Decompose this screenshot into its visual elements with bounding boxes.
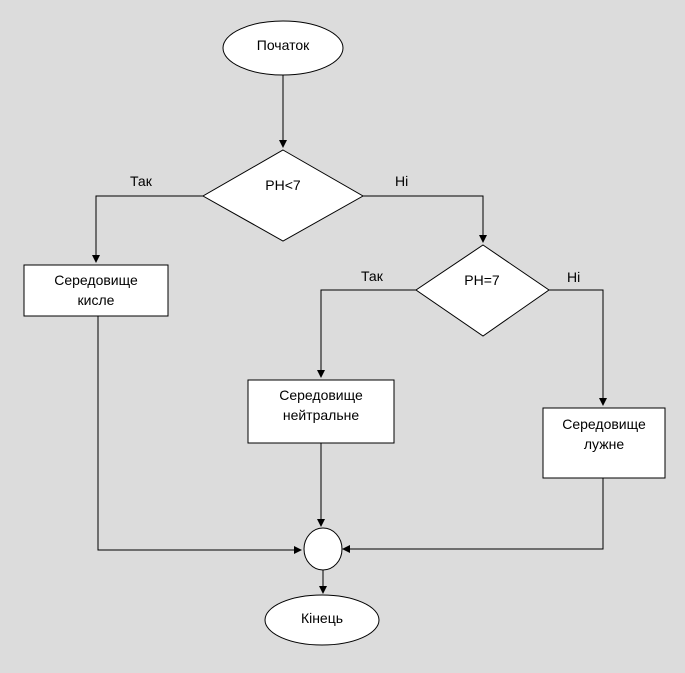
decision2-yes-label: Так bbox=[361, 268, 383, 284]
connector-decision2-no bbox=[549, 289, 607, 406]
decision1-diamond bbox=[201, 149, 365, 242]
box-acid-label-line1: Середовище bbox=[54, 272, 138, 288]
decision2-label: PH=7 bbox=[464, 272, 500, 288]
box-neutral-label-line2: нейтральне bbox=[282, 407, 360, 423]
connector-alkaline-to-junction bbox=[342, 478, 604, 553]
junction-connector bbox=[303, 527, 343, 571]
start-label: Початок bbox=[256, 37, 310, 53]
decision1-label: PH<7 bbox=[265, 177, 301, 193]
connector-decision1-no bbox=[363, 195, 487, 243]
decision2-no-label: Ні bbox=[567, 269, 581, 285]
box-neutral-label-line1: Середовище bbox=[279, 387, 363, 403]
decision2-diamond bbox=[415, 244, 550, 337]
connector-decision2-yes bbox=[317, 289, 416, 378]
box-acid bbox=[23, 264, 169, 317]
decision1-no-label: Ні bbox=[395, 173, 409, 189]
connector-decision1-yes bbox=[92, 195, 203, 263]
box-alkaline bbox=[542, 407, 666, 479]
box-acid-label-line2: кисле bbox=[77, 292, 115, 308]
end-label: Кінець bbox=[300, 610, 344, 626]
connector-acid-to-junction bbox=[97, 316, 302, 554]
box-alkaline-label-line2: лужне bbox=[583, 436, 625, 452]
end-terminator bbox=[264, 594, 380, 646]
decision1-yes-label: Так bbox=[130, 173, 152, 189]
box-alkaline-label-line1: Середовище bbox=[562, 416, 646, 432]
